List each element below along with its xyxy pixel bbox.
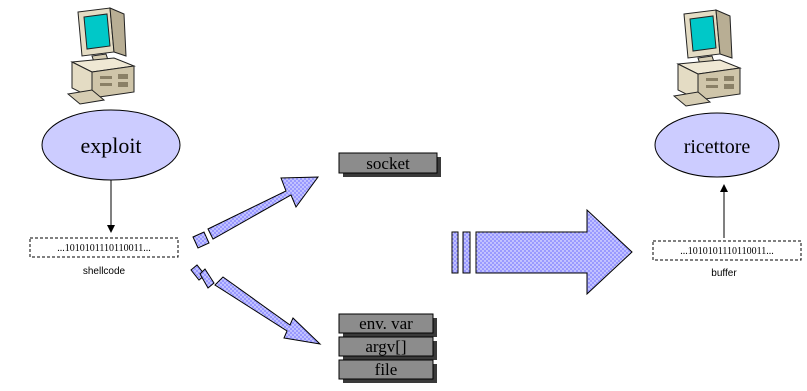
attacker-computer-icon [67, 7, 135, 105]
socket-label: socket [366, 154, 410, 173]
argv-box: argv[] [338, 336, 437, 360]
shellcode-box: ...1010101110110011... [29, 237, 179, 258]
exploit-label: exploit [80, 133, 141, 158]
exploit-node: exploit [41, 109, 181, 181]
buffer-caption: buffer [711, 268, 737, 279]
file-box: file [338, 359, 437, 383]
local-channel-arrow [190, 264, 322, 345]
delivery-arrow [451, 208, 633, 296]
shellcode-bitstring: ...1010101110110011... [57, 243, 151, 254]
socket-box: socket [338, 152, 441, 177]
env-var-box: env. var [338, 313, 437, 337]
file-label: file [375, 360, 398, 379]
buffer-bitstring: ...1010101110110011... [680, 246, 774, 257]
ricettore-label: ricettore [684, 136, 751, 158]
ricettore-node: ricettore [654, 112, 780, 178]
buffer-box: ...1010101110110011... [652, 240, 802, 261]
shellcode-caption: shellcode [83, 266, 126, 277]
network-channel-arrow [192, 176, 320, 249]
env-var-label: env. var [359, 314, 413, 333]
victim-computer-icon [673, 9, 741, 107]
argv-label: argv[] [365, 337, 406, 356]
